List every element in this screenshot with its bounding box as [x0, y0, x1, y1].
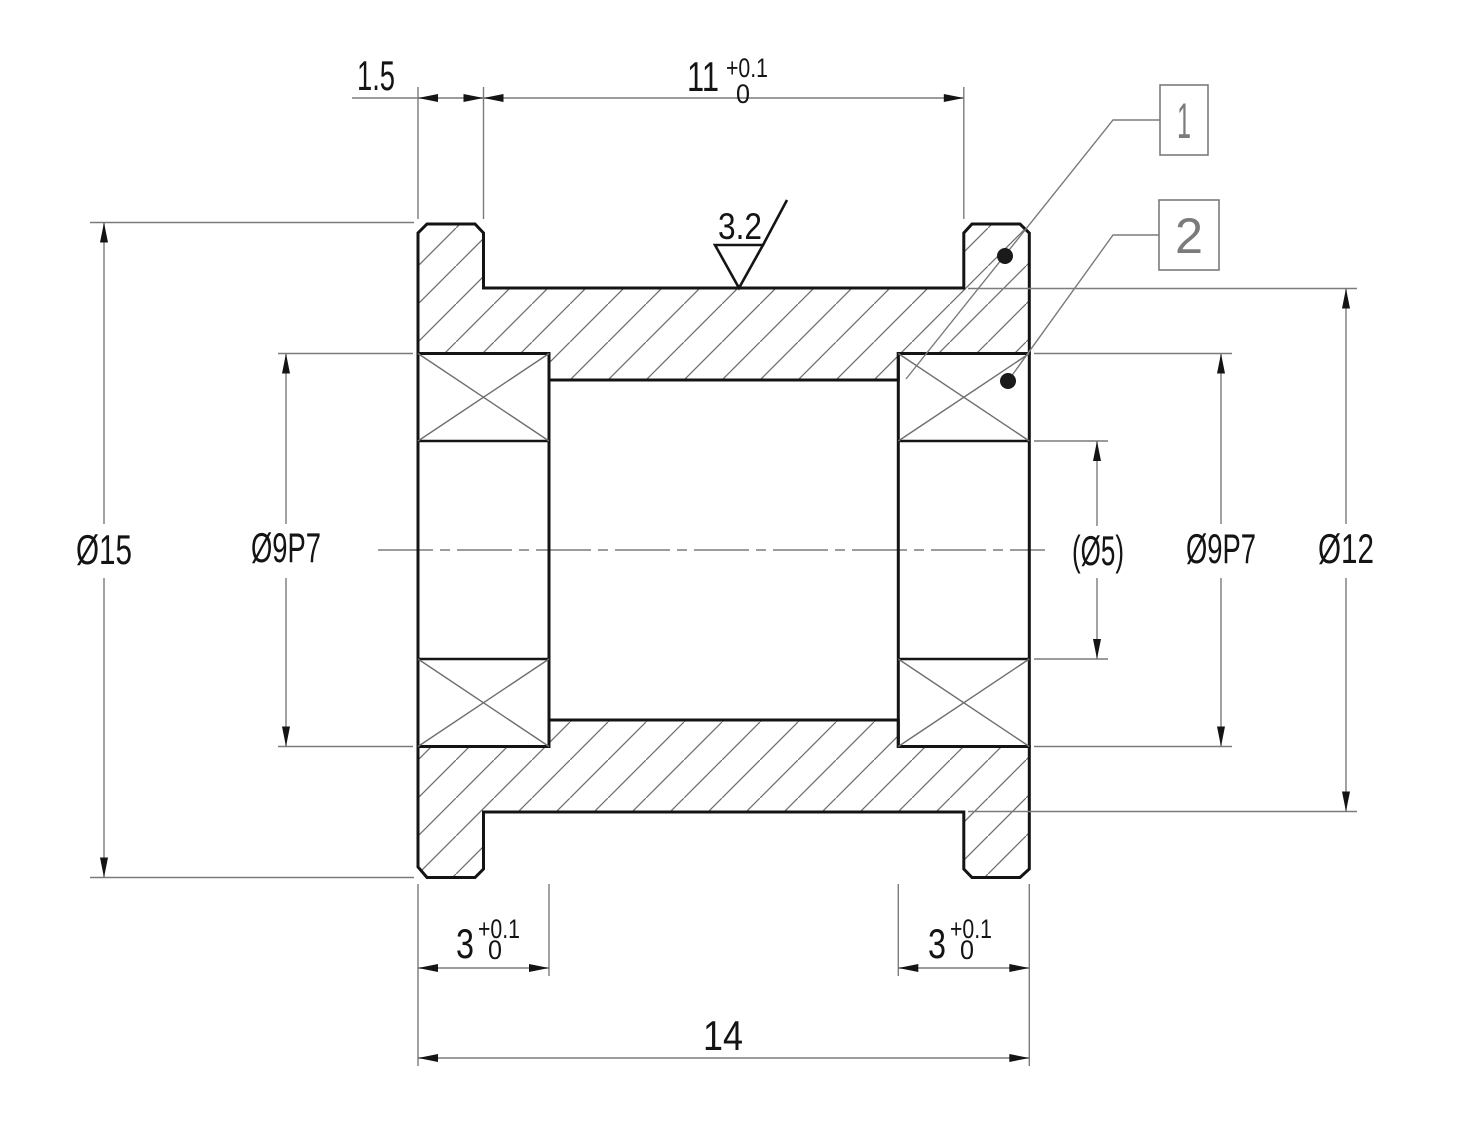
pulley-body-upper-section [416, 222, 1031, 382]
surface-roughness-value: 3.2 [718, 206, 762, 247]
balloon-1-box [1159, 84, 1209, 156]
dim-groove-diameter: Ø12 [1318, 288, 1374, 812]
bearing-left-upper-cross [417, 352, 550, 442]
dim-bearing-width-left: 3 +0.1 0 [418, 914, 549, 972]
dim-bearing-width-right-value: 3 [928, 920, 946, 967]
dim-overall-length: 14 [418, 1012, 1030, 1062]
balloon-2-label: 2 [1175, 208, 1203, 264]
dim-overall-length-value: 14 [703, 1012, 743, 1059]
dim-groove-diameter-value: Ø12 [1318, 525, 1374, 572]
balloon-2-box [1158, 199, 1220, 271]
dim-bearing-seat-right: Ø9P7 [1186, 353, 1256, 747]
balloon-1-leader [905, 119, 1160, 380]
extension-lines [90, 87, 1357, 1066]
balloon-1-leader-dot [997, 248, 1013, 264]
bearing-right-lower-cross [897, 658, 1030, 748]
dim-groove-width-value: 11 [687, 53, 719, 100]
dim-bearing-width-left-tol-upper: +0.1 [478, 914, 520, 944]
bearing-right-body [896, 352, 1031, 748]
balloon-2-leader-dot [1000, 373, 1016, 389]
dim-bearing-width-left-tol-lower: 0 [488, 935, 502, 965]
dim-bearing-seat-left: Ø9P7 [251, 353, 321, 747]
dim-shaft-bore: (Ø5) [1072, 441, 1124, 659]
balloon-2: 2 [1000, 199, 1220, 389]
balloon-1: 1 [905, 84, 1209, 380]
pulley-body [416, 222, 1031, 879]
dim-bearing-width-right: 3 +0.1 0 [898, 914, 1030, 972]
surface-finish-tail [761, 199, 789, 246]
dim-bearing-width-left-value: 3 [456, 920, 474, 967]
dim-groove-width-tol-upper: +0.1 [726, 53, 768, 83]
dim-bearing-width-right-tol-lower: 0 [960, 935, 974, 965]
pulley-body-lower-section [416, 718, 1031, 879]
balloon-2-leader [1007, 234, 1159, 382]
bearing-right-upper-cross [897, 352, 1030, 442]
balloon-1-label: 1 [1177, 93, 1191, 149]
bearing-left-lower-cross [417, 658, 550, 748]
bearing-left [416, 352, 551, 748]
dim-bearing-seat-right-value: Ø9P7 [1186, 525, 1256, 572]
dim-flange-width-value: 1.5 [357, 52, 395, 99]
bearing-left-body [416, 352, 551, 748]
dim-bearing-seat-left-value: Ø9P7 [251, 524, 321, 571]
dim-outer-diameter: Ø15 [76, 222, 132, 878]
dim-shaft-bore-value: (Ø5) [1072, 527, 1124, 574]
dim-groove-width-tol-lower: 0 [736, 79, 750, 109]
bearing-right [896, 352, 1031, 748]
dim-bearing-width-right-tol-upper: +0.1 [950, 914, 992, 944]
dim-groove-width: 11 +0.1 0 [483, 53, 964, 109]
dim-flange-width: 1.5 [352, 52, 484, 102]
dim-outer-diameter-value: Ø15 [76, 526, 132, 573]
surface-finish-symbol: 3.2 [712, 199, 789, 291]
surface-finish-triangle [712, 243, 766, 291]
